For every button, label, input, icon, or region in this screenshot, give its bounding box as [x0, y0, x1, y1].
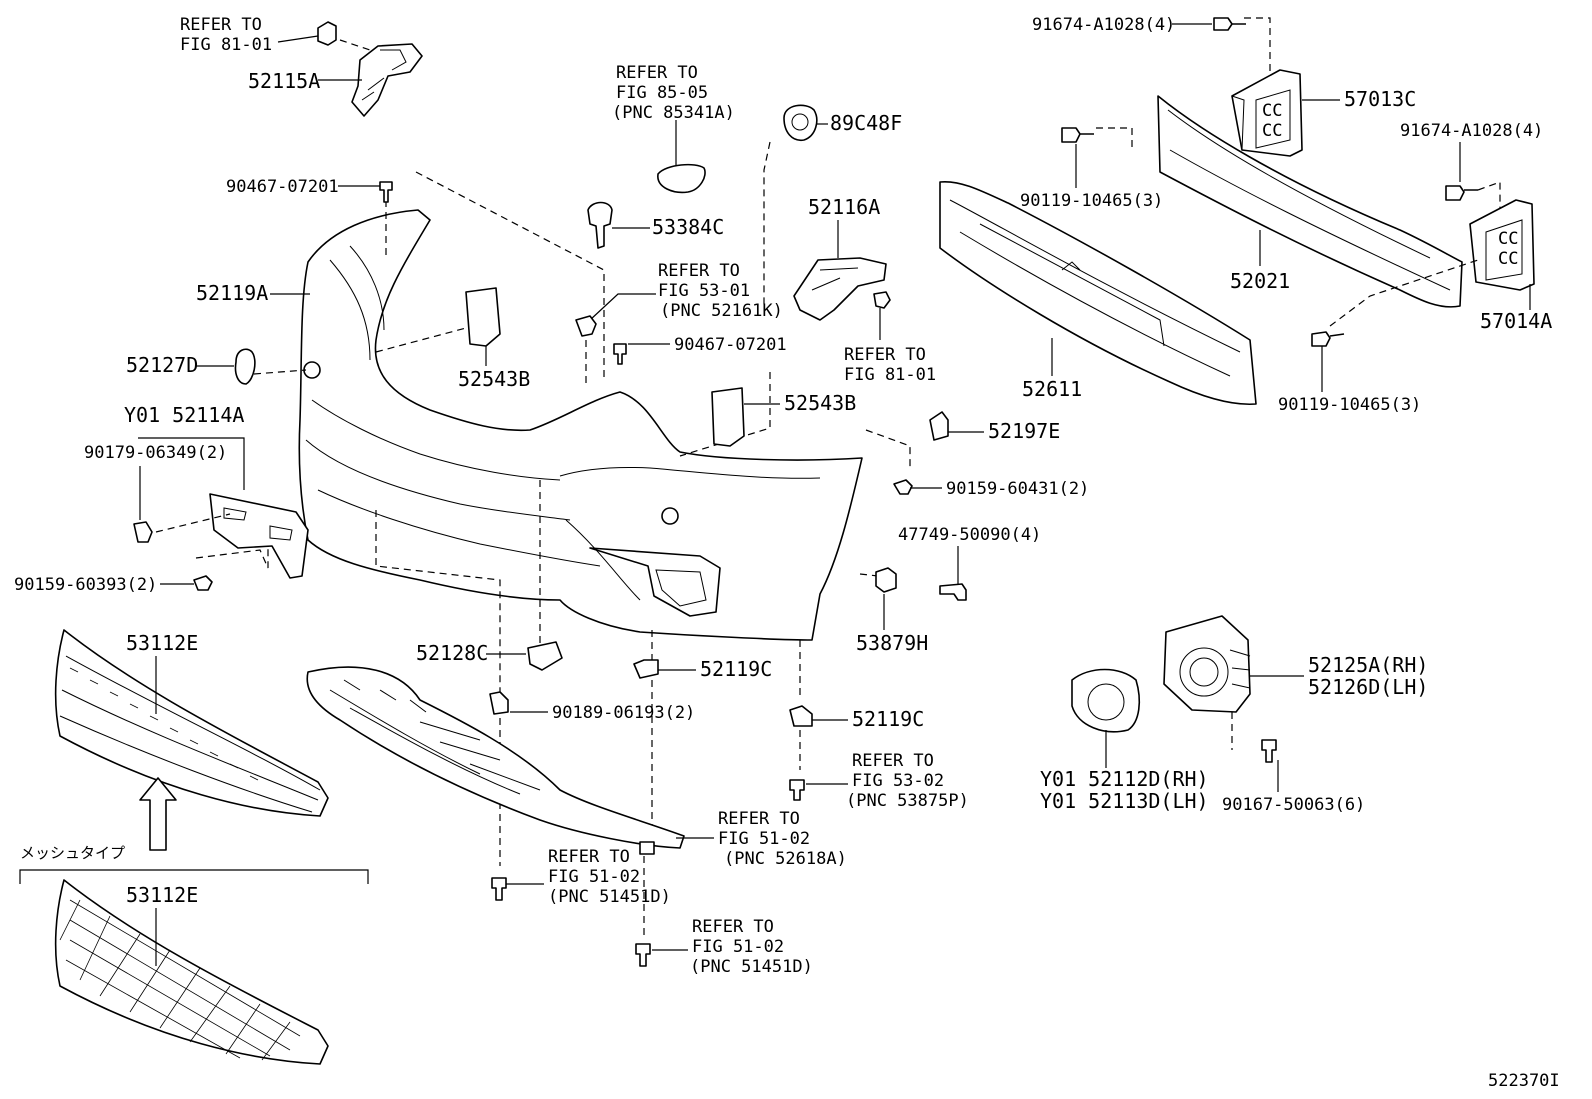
svg-text:CC: CC	[1262, 101, 1282, 121]
part-label-53112E-top: 53112E	[126, 631, 198, 655]
part-label-90467-07201-a: 90467-07201	[226, 177, 339, 197]
cap-52127D: 52127D	[126, 348, 256, 385]
part-label-52119C-b: 52119C	[852, 707, 924, 731]
part-label-90189-06193: 90189-06193(2)	[552, 703, 695, 723]
part-label-52114A: Y01 52114A	[124, 403, 244, 427]
svg-text:CC: CC	[1498, 249, 1518, 269]
part-label-52128C: 52128C	[416, 641, 488, 665]
part-label-52115A: 52115A	[248, 69, 320, 93]
bolt-90467-07201-a: 90467-07201	[226, 177, 393, 203]
part-label-91674-A1028-right: 91674-A1028(4)	[1400, 121, 1543, 141]
mesh-type-label: メッシュタイプ	[20, 844, 125, 862]
svg-text:CC: CC	[1498, 229, 1518, 249]
part-label-52116A: 52116A	[808, 195, 880, 219]
part-label-47749-50090: 47749-50090(4)	[898, 525, 1041, 545]
part-label-90119-10465-top: 90119-10465(3)	[1020, 191, 1163, 211]
part-label-52543B-left: 52543B	[458, 367, 530, 391]
dashed-guides-left	[253, 141, 911, 700]
part-label-52127D: 52127D	[126, 353, 198, 377]
part-label-90467-07201-b: 90467-07201	[674, 335, 787, 355]
part-label-90167-50063: 90167-50063(6)	[1222, 795, 1365, 815]
part-label-52611: 52611	[1022, 377, 1082, 401]
svg-text:CC: CC	[1262, 121, 1282, 141]
part-label-52112D: Y01 52112D(RH)	[1040, 767, 1209, 791]
bolt-47749-50090: 47749-50090(4)	[898, 525, 1041, 601]
part-label-90159-60431: 90159-60431(2)	[946, 479, 1089, 499]
clip-icon	[317, 21, 337, 46]
mesh-type-grille: メッシュタイプ 53112E	[19, 844, 369, 1065]
up-arrow-icon	[139, 777, 177, 851]
absorber-52611: 52611	[939, 180, 1257, 406]
part-label-52119A: 52119A	[196, 281, 268, 305]
part-label-90179-06349: 90179-06349(2)	[84, 443, 227, 463]
license-bracket-52114A: Y01 52114A 90179-06349(2) 90159-60393(2)	[14, 403, 309, 595]
reinforcement-area: 91674-A1028(4) CC CC 57013C 90119-10465(…	[1020, 15, 1552, 415]
fog-cover-52112D: Y01 52112D(RH) Y01 52113D(LH)	[1040, 668, 1209, 813]
part-label-52125A: 52125A(RH)	[1308, 653, 1428, 677]
fog-lamp-52125A: 52125A(RH) 52126D(LH) 90167-50063(6)	[1163, 615, 1428, 815]
clip-52197E: 52197E	[929, 411, 1060, 443]
part-label-52126D: 52126D(LH)	[1308, 675, 1428, 699]
cap-52128C: 52128C	[416, 641, 563, 671]
sensor-89C48F: 89C48F	[783, 104, 902, 142]
part-label-91674-A1028-top: 91674-A1028(4)	[1032, 15, 1175, 35]
clip-52119C-a: 52119C	[633, 657, 772, 832]
retainer-53879H: 53879H	[856, 567, 928, 655]
part-label-90159-60393: 90159-60393(2)	[14, 575, 157, 595]
part-label-53384C: 53384C	[652, 215, 724, 239]
part-label-53879H: 53879H	[856, 631, 928, 655]
bolt-90467-07201-b: 90467-07201	[613, 335, 787, 365]
part-label-52021: 52021	[1230, 269, 1290, 293]
under-cover	[306, 666, 685, 849]
part-label-53112E-mesh: 53112E	[126, 883, 198, 907]
part-label-57014A: 57014A	[1480, 309, 1552, 333]
part-label-90119-10465-bottom: 90119-10465(3)	[1278, 395, 1421, 415]
spacer-52543B-right: 52543B	[711, 387, 856, 447]
part-label-52543B-right: 52543B	[784, 391, 856, 415]
bolt-90159-60431: 90159-60431(2)	[893, 479, 1089, 499]
part-label-57013C: 57013C	[1344, 87, 1416, 111]
spacer-52543B-left: 52543B	[458, 287, 530, 391]
lower-grille-53112E: 53112E	[54, 629, 329, 817]
clip-53384C: 53384C	[587, 201, 724, 249]
part-label-89C48F: 89C48F	[830, 111, 902, 135]
part-label-52197E: 52197E	[988, 419, 1060, 443]
diagram-code: 522370I	[1488, 1071, 1560, 1091]
bumper-cover-52119A: 52119A	[196, 209, 863, 641]
part-label-52119C-a: 52119C	[700, 657, 772, 681]
part-label-52113D: Y01 52113D(LH)	[1040, 789, 1209, 813]
